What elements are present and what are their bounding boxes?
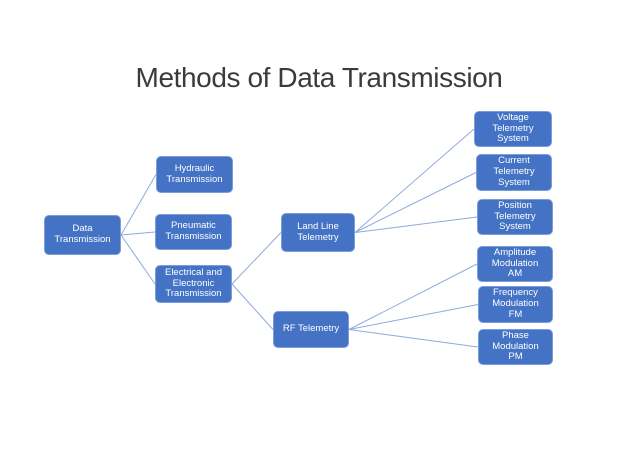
node-current-telemetry-system: Current Telemetry System xyxy=(476,154,552,191)
connector-line xyxy=(120,231,156,236)
connector-line xyxy=(231,283,274,330)
diagram-title: Methods of Data Transmission xyxy=(135,62,503,93)
node-phase-modulation-pm: Phase Modulation PM xyxy=(478,329,553,365)
node-voltage-telemetry-system: Voltage Telemetry System xyxy=(474,111,552,147)
node-land-line-telemetry: Land Line Telemetry xyxy=(281,213,355,252)
connector-line xyxy=(348,329,479,348)
node-rf-telemetry: RF Telemetry xyxy=(273,311,349,348)
connector-line xyxy=(231,232,282,285)
node-electrical-electronic-transmission: Electrical and Electronic Transmission xyxy=(155,265,232,303)
node-data-transmission: Data Transmission xyxy=(44,215,121,255)
connector-line xyxy=(354,128,475,233)
connector-line xyxy=(348,263,478,330)
node-amplitude-modulation-am: Amplitude Modulation AM xyxy=(477,246,553,282)
connector-line xyxy=(348,304,479,330)
node-hydraulic-transmission: Hydraulic Transmission xyxy=(156,156,233,193)
connector-line xyxy=(354,216,478,233)
connector-line xyxy=(120,234,156,285)
connector-line xyxy=(354,172,477,233)
node-position-telemetry-system: Position Telemetry System xyxy=(477,199,553,235)
node-pneumatic-transmission: Pneumatic Transmission xyxy=(155,214,232,250)
node-frequency-modulation-fm: Frequency Modulation FM xyxy=(478,286,553,323)
connector-line xyxy=(120,174,157,236)
